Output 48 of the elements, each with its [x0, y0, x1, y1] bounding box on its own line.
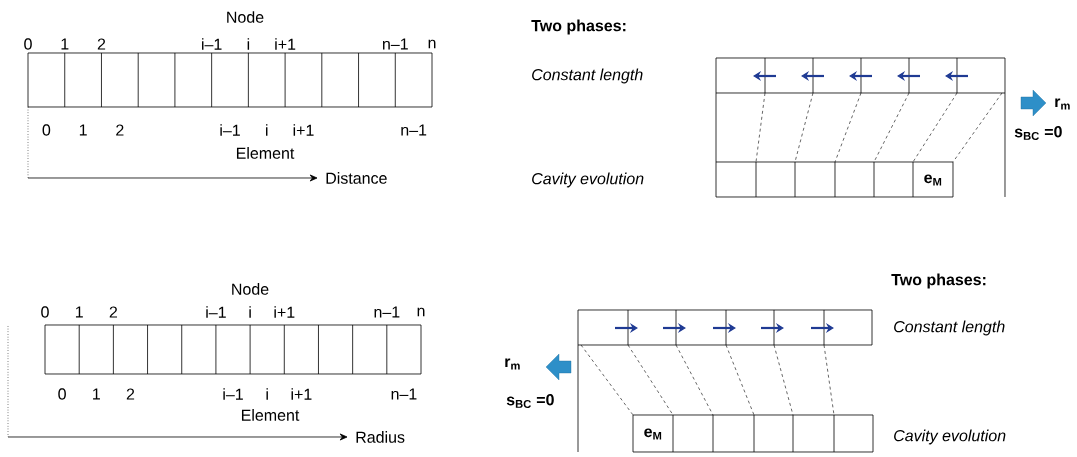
heading: Two phases: — [891, 273, 986, 289]
node-number: i — [249, 306, 251, 318]
node-number: i–1 — [206, 306, 226, 318]
axis-title: Element — [237, 147, 295, 159]
node-number: i–1 — [202, 38, 222, 50]
element-number: 1 — [79, 124, 87, 136]
element-number: i+1 — [291, 388, 312, 400]
node-number: i — [247, 38, 250, 50]
node-number: 0 — [41, 306, 49, 318]
node-number: 2 — [97, 38, 106, 50]
element-number: n–1 — [391, 388, 417, 400]
row-label: Constant length — [894, 320, 1005, 336]
node-number: 2 — [109, 306, 117, 318]
node-number: 1 — [75, 306, 83, 318]
axis-title: Node — [232, 283, 269, 295]
node-number: n — [428, 39, 436, 49]
cell-label: e$_{M}$ — [924, 174, 942, 186]
node-number: 0 — [24, 38, 32, 50]
heading: Two phases: — [531, 19, 626, 35]
cell-label: e$_{M}$ — [644, 428, 662, 440]
element-number: i — [266, 388, 268, 400]
element-number: 0 — [42, 124, 51, 136]
element-number: i–1 — [220, 124, 240, 136]
node-number: 1 — [61, 38, 69, 50]
element-number: i+1 — [293, 124, 314, 136]
element-number: 0 — [58, 388, 66, 400]
axis-label: Distance — [326, 172, 387, 184]
node-number: i+1 — [274, 306, 295, 318]
element-number: 2 — [126, 388, 135, 400]
row-label: Constant length — [532, 68, 643, 84]
node-number: i+1 — [275, 38, 296, 50]
element-number: 2 — [116, 124, 124, 136]
axis-label: Radius — [356, 431, 405, 443]
row-label: Cavity evolution — [532, 172, 644, 188]
axis-title: Node — [227, 11, 264, 23]
symbol-label: r$_{m}$ — [505, 358, 520, 370]
element-number: i — [266, 124, 268, 136]
element-number: i–1 — [223, 388, 243, 400]
symbol-label: s$_{BC}$ =0 — [1014, 126, 1062, 140]
row-label: Cavity evolution — [894, 429, 1006, 445]
symbol-label: s$_{BC}$ =0 — [506, 394, 554, 408]
node-number: n–1 — [374, 306, 400, 318]
symbol-label: r$_{m}$ — [1055, 98, 1070, 110]
node-number: n — [417, 307, 425, 317]
element-number: 1 — [93, 388, 100, 400]
axis-title: Element — [242, 409, 300, 421]
node-number: n–1 — [383, 38, 408, 50]
element-number: n–1 — [401, 124, 427, 136]
